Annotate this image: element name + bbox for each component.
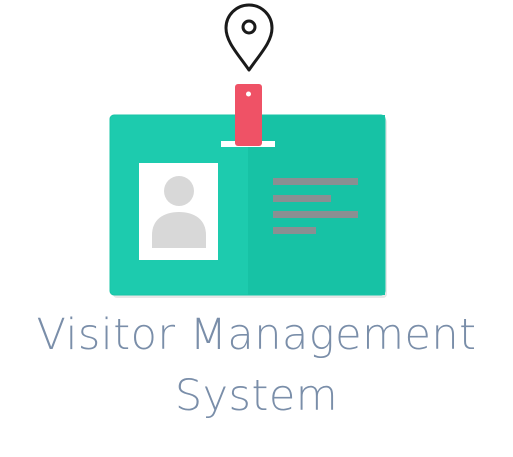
badge-clip — [235, 84, 262, 146]
badge-text-lines — [273, 178, 358, 234]
id-badge-icon — [109, 114, 386, 296]
person-avatar-icon — [139, 163, 218, 260]
logo-title-line-2: System — [174, 371, 339, 421]
logo-title-line-1: Visitor Management — [36, 310, 477, 360]
location-pin-icon — [224, 3, 274, 72]
id-badge-illustration — [109, 3, 387, 298]
